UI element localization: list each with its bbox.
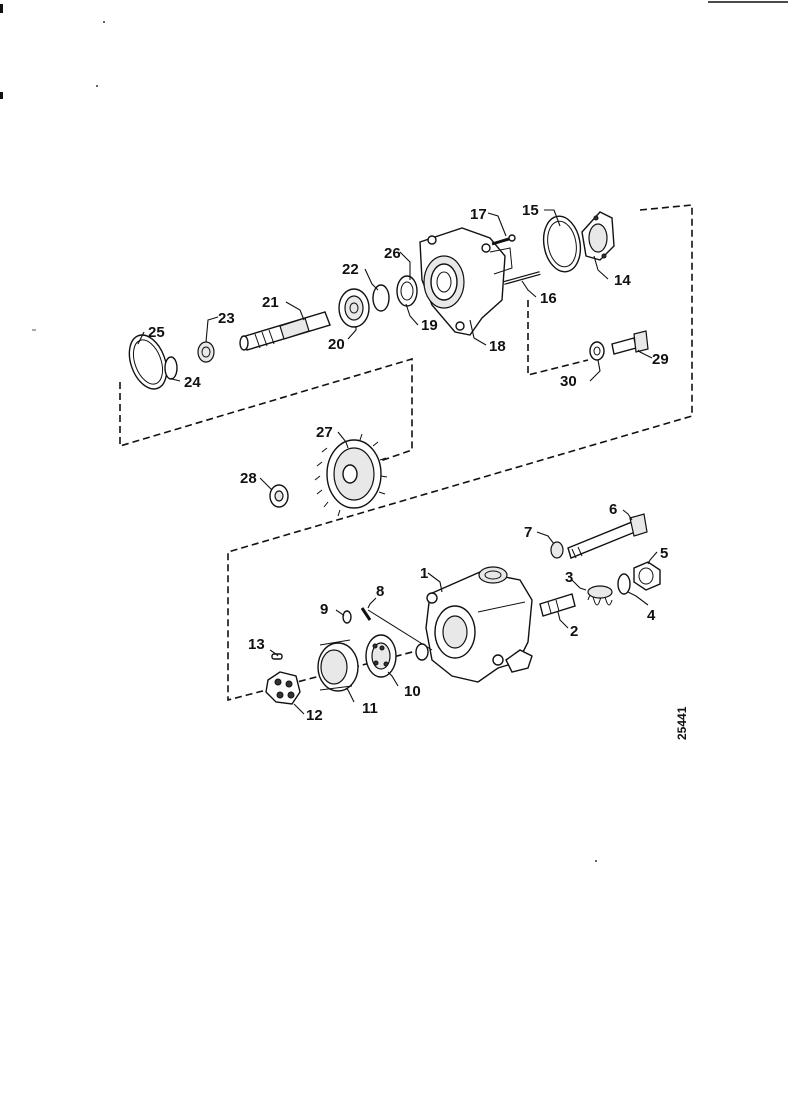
main-frame-outline bbox=[227, 204, 693, 702]
callout-9: 9 bbox=[320, 601, 328, 618]
callout-25: 25 bbox=[148, 324, 165, 341]
callout-12: 12 bbox=[306, 707, 323, 724]
part-5-plug bbox=[633, 561, 661, 591]
callout-7: 7 bbox=[524, 524, 532, 541]
callout-2: 2 bbox=[570, 623, 578, 640]
part-19-seal bbox=[396, 275, 418, 307]
callout-19: 19 bbox=[421, 317, 438, 334]
callout-20: 20 bbox=[328, 336, 345, 353]
part-22-circlip bbox=[372, 284, 390, 312]
upper-group-outline bbox=[119, 357, 413, 476]
connecting-shaft bbox=[367, 609, 433, 661]
callout-labels: 17 15 14 16 18 26 22 19 21 20 23 25 24 3… bbox=[148, 202, 669, 724]
callout-6: 6 bbox=[609, 501, 617, 518]
part-11-ring bbox=[317, 639, 359, 692]
part-27-gear bbox=[314, 433, 388, 517]
part-14-cover bbox=[581, 211, 615, 261]
callout-28: 28 bbox=[240, 470, 257, 487]
part-8-pin bbox=[360, 607, 372, 621]
callout-24: 24 bbox=[184, 374, 201, 391]
callout-16: 16 bbox=[540, 290, 557, 307]
part-13-pin bbox=[271, 653, 283, 660]
part-4-seal-ring bbox=[617, 573, 631, 595]
callout-21: 21 bbox=[262, 294, 279, 311]
callout-30: 30 bbox=[560, 373, 577, 390]
part-29-bolt bbox=[611, 330, 649, 355]
assembly-outlines bbox=[119, 204, 693, 702]
part-23-nut bbox=[197, 341, 215, 363]
callout-10: 10 bbox=[404, 683, 421, 700]
part-20-bearing bbox=[338, 288, 370, 328]
callout-23: 23 bbox=[218, 310, 235, 327]
part-15-gasket bbox=[542, 215, 582, 273]
callout-11: 11 bbox=[362, 700, 378, 717]
figure-number: 25441 bbox=[675, 706, 689, 740]
leader-lines bbox=[137, 209, 658, 715]
part-1-pump-housing bbox=[425, 566, 533, 683]
callout-8: 8 bbox=[376, 583, 384, 600]
part-25-gasket bbox=[128, 334, 168, 390]
callout-1: 1 bbox=[420, 565, 428, 582]
part-17-screw bbox=[491, 234, 516, 246]
callout-26: 26 bbox=[384, 245, 401, 262]
callout-5: 5 bbox=[660, 545, 668, 562]
part-16-stud bbox=[503, 271, 541, 285]
callout-18: 18 bbox=[489, 338, 506, 355]
callout-14: 14 bbox=[614, 272, 631, 289]
part-6-bolt bbox=[567, 513, 648, 559]
cover-group-outline bbox=[527, 300, 589, 377]
callout-15: 15 bbox=[522, 202, 539, 219]
callout-17: 17 bbox=[470, 206, 487, 223]
part-2-valve-piston bbox=[539, 593, 576, 617]
part-26-housing bbox=[419, 227, 513, 336]
callout-4: 4 bbox=[647, 607, 656, 624]
part-9-ring bbox=[342, 610, 352, 624]
part-3-spring bbox=[587, 585, 613, 606]
callout-27: 27 bbox=[316, 424, 333, 441]
callout-3: 3 bbox=[565, 569, 573, 586]
part-21-drive-shaft bbox=[239, 311, 331, 351]
callout-22: 22 bbox=[342, 261, 359, 278]
part-7-washer bbox=[550, 541, 564, 559]
callout-13: 13 bbox=[248, 636, 265, 653]
part-24-o-ring bbox=[164, 356, 178, 380]
callout-29: 29 bbox=[652, 351, 669, 368]
part-12-end-plate bbox=[265, 671, 301, 705]
part-10-rotor bbox=[365, 634, 397, 678]
part-28-nut bbox=[269, 484, 289, 508]
part-30-washer bbox=[589, 341, 605, 361]
scan-specks bbox=[0, 1, 788, 862]
